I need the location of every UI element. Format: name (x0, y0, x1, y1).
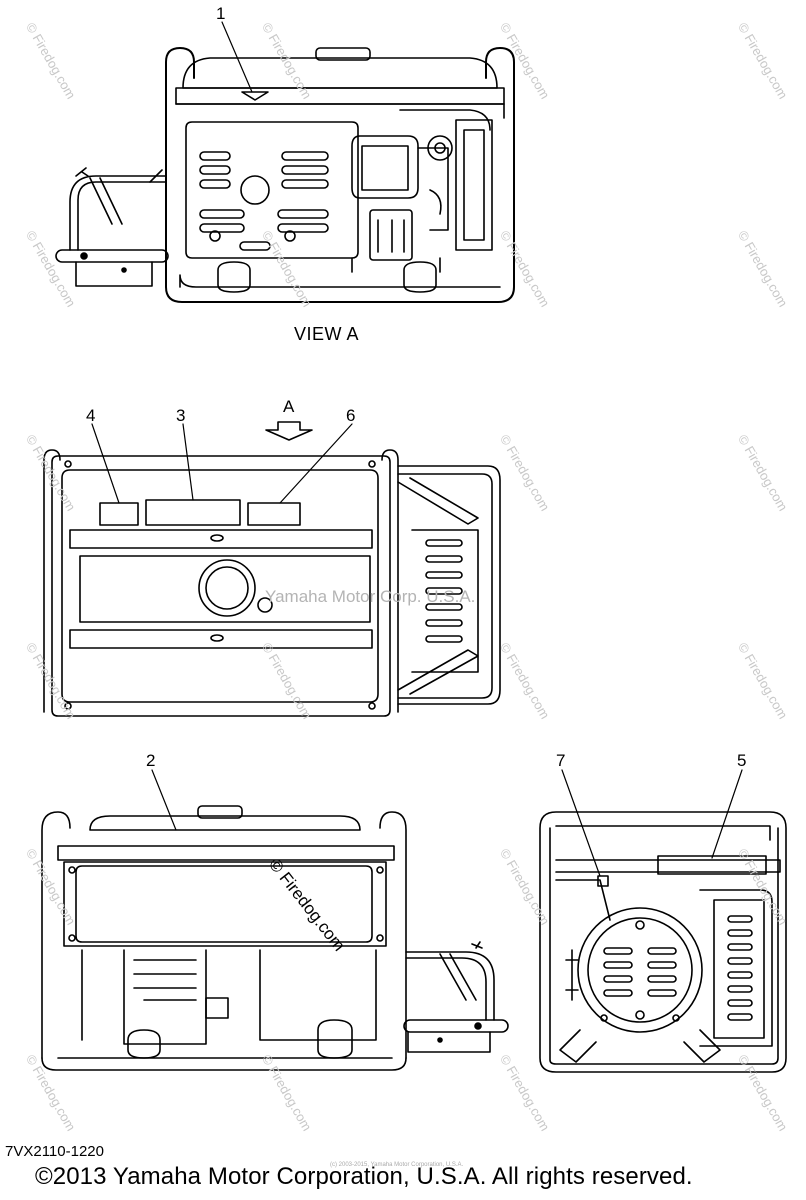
view-a-label: VIEW A (294, 324, 360, 344)
callout-3: 3 (176, 406, 186, 425)
callout-5: 5 (737, 751, 747, 770)
view-a-generator-side (55, 47, 515, 303)
callout-2: 2 (146, 751, 156, 770)
callout-6: 6 (346, 406, 356, 425)
front-view-generator (41, 805, 509, 1071)
view-arrow-label: A (283, 397, 295, 416)
fine-print: (c) 2003-2015, Yamaha Motor Corporation,… (330, 1162, 464, 1168)
copyright-notice: ©2013 Yamaha Motor Corporation, U.S.A. A… (35, 1163, 693, 1190)
callout-4: 4 (86, 406, 96, 425)
callout-7: 7 (556, 751, 566, 770)
part-number: 7VX2110-1220 (5, 1143, 104, 1160)
rear-view-generator (539, 811, 787, 1073)
callout-1: 1 (216, 4, 226, 23)
top-view-generator (43, 421, 501, 717)
center-watermark: Yamaha Motor Corp. U.S.A. (265, 587, 476, 606)
